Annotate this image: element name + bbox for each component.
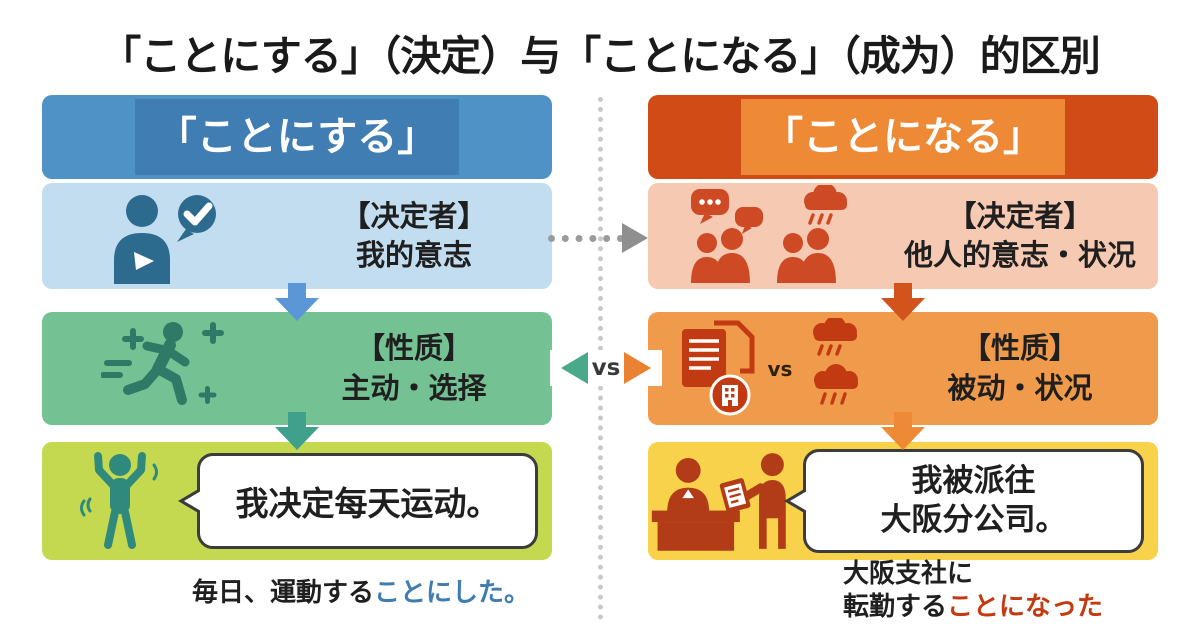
right-caption-highlight: ことになった: [947, 591, 1104, 622]
right-header-label: 「ことになる」: [741, 99, 1065, 175]
vs-label: vs: [591, 355, 621, 381]
cheering-person-icon: [42, 449, 197, 553]
left-arrow-2-icon: [275, 412, 319, 450]
vs-badge: vs: [550, 350, 662, 386]
right-bubble-line2: 大阪分公司。: [880, 502, 1067, 538]
right-decider-label: 【决定者】 他人的意志・状况: [898, 197, 1158, 275]
right-header-bar: 「ことになる」: [648, 95, 1158, 179]
right-nature-label: 【性质】 被动・状况: [898, 329, 1158, 407]
right-caption-plain: 転勤する: [843, 591, 948, 622]
runner-icon: [42, 319, 292, 419]
right-nature-box: vs 【性质】 被动・状况: [648, 312, 1158, 425]
right-caption: 大阪支社に 転勤することになった: [843, 558, 1103, 623]
desk-handover-icon: [648, 447, 803, 555]
left-nature-box: 【性质】 主动・选择: [42, 312, 552, 425]
page-title: 「ことにする」（決定）与「ことになる」（成为）的区別: [100, 32, 1100, 80]
right-decider-text: 他人的意志・状况: [903, 238, 1136, 272]
left-nature-text: 主动・选择: [341, 370, 487, 405]
right-bubble-line1: 我被派往: [911, 463, 1036, 500]
left-header-bar: 「ことにする」: [42, 95, 552, 179]
documents-vs-rainclouds-icon: vs: [648, 317, 898, 420]
left-example-box: 我决定每天运动。: [42, 442, 552, 560]
left-speech-bubble: 我决定每天运动。: [197, 453, 538, 549]
right-decider-box: 【决定者】 他人的意志・状况: [648, 183, 1158, 289]
vs-right-arrow-icon: [624, 352, 652, 384]
right-caption-line2: 転勤することになった: [843, 591, 1103, 624]
person-self-check-icon: [42, 188, 292, 284]
left-arrow-1-icon: [275, 283, 319, 321]
right-caption-line1: 大阪支社に: [843, 559, 974, 589]
right-decider-heading: 【决定者】: [947, 198, 1093, 233]
left-nature-heading: 【性质】: [355, 331, 472, 366]
dotted-connector-line: [548, 235, 624, 242]
dotted-connector-arrow: [548, 222, 652, 254]
dotted-connector-arrowhead-icon: [622, 223, 648, 253]
left-caption-plain: 毎日、運動する: [191, 578, 374, 608]
left-header-label: 「ことにする」: [134, 99, 460, 175]
left-nature-label: 【性质】 主动・选择: [292, 329, 552, 407]
right-arrow-1-icon: [881, 283, 925, 321]
right-nature-heading: 【性质】: [961, 331, 1078, 366]
left-decider-label: 【决定者】 我的意志: [292, 197, 552, 275]
right-nature-vs-label: vs: [767, 356, 793, 381]
left-decider-heading: 【决定者】: [341, 198, 487, 233]
left-caption: 毎日、運動することにした。: [145, 572, 577, 609]
left-decider-text: 我的意志: [355, 238, 472, 272]
left-bubble-text: 我决定每天运动。: [235, 484, 500, 523]
vs-left-arrow-icon: [560, 352, 588, 384]
left-decider-box: 【决定者】 我的意志: [42, 183, 552, 289]
right-speech-bubble: 我被派往 大阪分公司。: [803, 449, 1144, 553]
right-example-box: 我被派往 大阪分公司。: [648, 442, 1158, 560]
left-caption-highlight: ことにした。: [374, 578, 531, 608]
right-nature-text: 被动・状况: [947, 370, 1093, 405]
right-arrow-2-icon: [881, 412, 925, 450]
people-group-chat-raincloud-icon: [648, 185, 898, 287]
